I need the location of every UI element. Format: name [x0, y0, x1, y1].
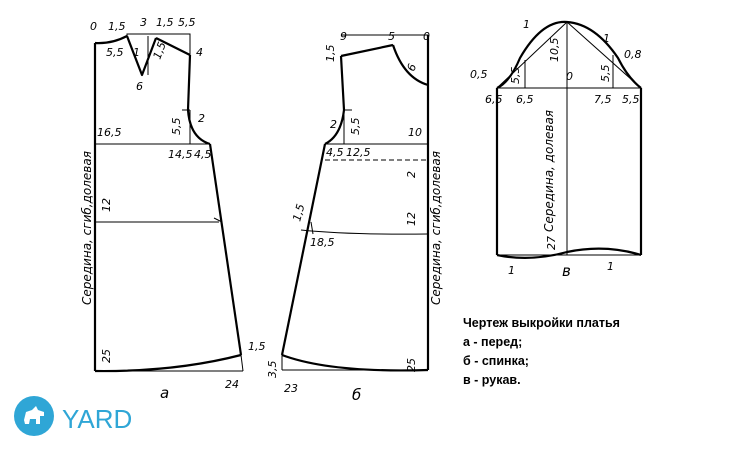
back-label: 12 [405, 212, 418, 226]
back-label: 2 [405, 171, 418, 178]
sleeve-piece [495, 20, 643, 259]
front-label: 24 [225, 378, 239, 391]
front-label: 25 [100, 349, 113, 363]
front-shoulder [155, 37, 191, 56]
back-label: 12,5 [346, 146, 371, 159]
front-label: 1,5 [248, 340, 266, 353]
back-label: 23 [284, 382, 298, 395]
front-label: 1,5 [151, 40, 169, 61]
front-piece [93, 33, 244, 373]
sleeve-label: 1 [508, 264, 515, 277]
legend-item: а - перед; [463, 335, 523, 349]
front-label: 1 [133, 46, 140, 59]
sleeve-bottom-curve [496, 247, 642, 259]
back-piece [280, 34, 430, 372]
front-top-construction [126, 33, 191, 55]
legend-item: б - спинка; [463, 354, 529, 368]
back-label: 9 [340, 30, 347, 43]
legend-title: Чертеж выкройки платья [463, 316, 620, 330]
back-caption: б [352, 386, 361, 404]
sleeve-label: 1 [607, 260, 614, 273]
sleeve-label: 7,5 [594, 93, 612, 106]
back-label: 6 [405, 62, 420, 73]
sleeve-label: 5,5 [622, 93, 640, 106]
sleeve-caption: в [562, 262, 571, 280]
front-label: 3 [140, 16, 147, 29]
front-neckline [94, 35, 128, 45]
sleeve-label: 1 [523, 18, 530, 31]
back-label: 2 [330, 118, 337, 131]
back-fold-label: Середина, сгиб,долевая [429, 151, 443, 305]
sleeve-labels: 1 1 10,5 0 0,5 5,5 5,5 0,8 6,5 6,5 7,5 5… [470, 18, 642, 280]
front-label: 16,5 [97, 126, 122, 139]
logo-text: YARD [62, 404, 133, 434]
sleeve-label: 27 [545, 236, 558, 250]
back-label: 5,5 [349, 118, 362, 136]
back-neckline [391, 44, 429, 87]
front-label: 5,5 [170, 118, 183, 136]
front-label: 12 [100, 198, 113, 212]
legend-item: в - рукав. [463, 373, 521, 387]
sleeve-label: 5,5 [509, 67, 522, 85]
sleeve-label: 0 [566, 70, 573, 83]
legend: Чертеж выкройки платья а - перед; б - сп… [463, 314, 620, 390]
front-caption: а [160, 384, 169, 402]
front-label: 4 [196, 46, 203, 59]
back-label: 25 [405, 358, 418, 372]
front-label: 0 [90, 20, 97, 33]
sleeve-label: 10,5 [548, 38, 561, 63]
back-label: 10 [408, 126, 422, 139]
front-label: 5,5 [178, 16, 196, 29]
back-label: 5 [388, 30, 395, 43]
back-label: 1,5 [290, 203, 307, 223]
yard-logo-icon [14, 396, 54, 436]
sleeve-label: 5,5 [599, 65, 612, 83]
front-label: 2 [198, 112, 205, 125]
sleeve-label: 6,5 [516, 93, 534, 106]
sleeve-label: 6,5 [485, 93, 503, 106]
front-label: 1,5 [108, 20, 126, 33]
front-hem-corner [240, 354, 244, 372]
front-label: 5,5 [106, 46, 124, 59]
front-label: 14,5 [168, 148, 193, 161]
back-label: 18,5 [310, 236, 335, 249]
front-side-seam [208, 143, 243, 356]
front-waist-tick [213, 217, 223, 223]
sleeve-label: 0,8 [624, 48, 642, 61]
sleeve-label: 1 [603, 32, 610, 45]
front-fold-label: Середина, сгиб,долевая [80, 151, 94, 305]
back-side-seam [280, 143, 327, 356]
back-label: 3,5 [266, 361, 279, 379]
back-label: 0 [423, 30, 430, 43]
front-label: 6 [136, 80, 143, 93]
front-label: 4,5 [194, 148, 212, 161]
front-dart [125, 35, 158, 77]
sleeve-fold-label: Середина, долевая [542, 110, 556, 232]
front-label: 1,5 [156, 16, 174, 29]
back-label: 1,5 [324, 45, 337, 63]
back-shoulder [340, 43, 394, 58]
back-waist-line [300, 229, 429, 235]
front-hem [94, 353, 242, 373]
back-labels: 9 5 0 1,5 6 2 5,5 10 4,5 12,5 2 1,5 12 1… [266, 30, 443, 404]
back-label: 4,5 [326, 146, 344, 159]
sleeve-label: 0,5 [470, 68, 488, 81]
front-armhole [186, 54, 211, 146]
back-waist-tick [310, 221, 314, 235]
front-labels: 0 1,5 3 1,5 5,5 5,5 1 1,5 4 6 2 5,5 16,5… [80, 16, 266, 402]
